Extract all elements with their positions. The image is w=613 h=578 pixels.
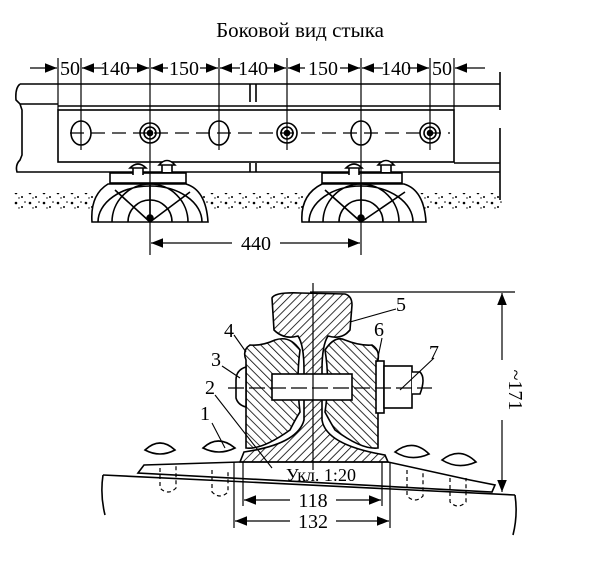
spike-icon [201, 440, 237, 453]
callout-4: 4 [224, 320, 234, 342]
dim-label: 50 [432, 58, 452, 80]
spike-icon [440, 452, 478, 467]
spike-icon [376, 159, 396, 172]
callout-5: 5 [396, 294, 406, 316]
bolt-shank [271, 373, 353, 401]
side-view [12, 58, 502, 255]
bolt-holes [70, 120, 441, 146]
diagram-title: Боковой вид стыка [216, 18, 385, 42]
tie-right [301, 183, 427, 223]
nut [383, 365, 413, 409]
callout-1: 1 [200, 403, 210, 425]
ballast [12, 193, 502, 209]
cross-section [101, 283, 517, 536]
dim-label: 140 [100, 58, 130, 80]
cross-section-labels: 1 2 3 4 5 6 7 Укл. 1:20 118 132 ~171 [200, 294, 526, 533]
tie-plate-right [321, 172, 403, 184]
tie-spacing-label: 440 [241, 233, 271, 255]
washer [375, 360, 385, 414]
bolt-head [235, 365, 247, 409]
rail-outline [15, 83, 500, 173]
dim-171-label: ~171 [504, 370, 526, 411]
callout-6: 6 [374, 319, 384, 341]
spike-icon [128, 163, 148, 175]
spikes [143, 440, 478, 467]
callout-7: 7 [429, 342, 439, 364]
slope-label: Укл. 1:20 [286, 465, 356, 485]
dim-label: 150 [308, 58, 338, 80]
spike-icon [393, 444, 431, 459]
callout-3: 3 [211, 349, 221, 371]
dim-132-label: 132 [298, 511, 328, 533]
dim-118-label: 118 [298, 490, 327, 512]
dim-label: 140 [381, 58, 411, 80]
spike-icon [344, 163, 364, 175]
spike-icon [143, 442, 177, 455]
tie-surface [102, 474, 516, 496]
dim-label: 140 [238, 58, 268, 80]
tie-plate-left [109, 172, 187, 184]
callout-2: 2 [205, 377, 215, 399]
side-view-dimensions: 50 140 150 140 150 140 50 440 [60, 58, 452, 255]
spike-icon [157, 159, 177, 172]
dim-label: 50 [60, 58, 80, 80]
dim-label: 150 [169, 58, 199, 80]
joint-bar [57, 109, 455, 163]
